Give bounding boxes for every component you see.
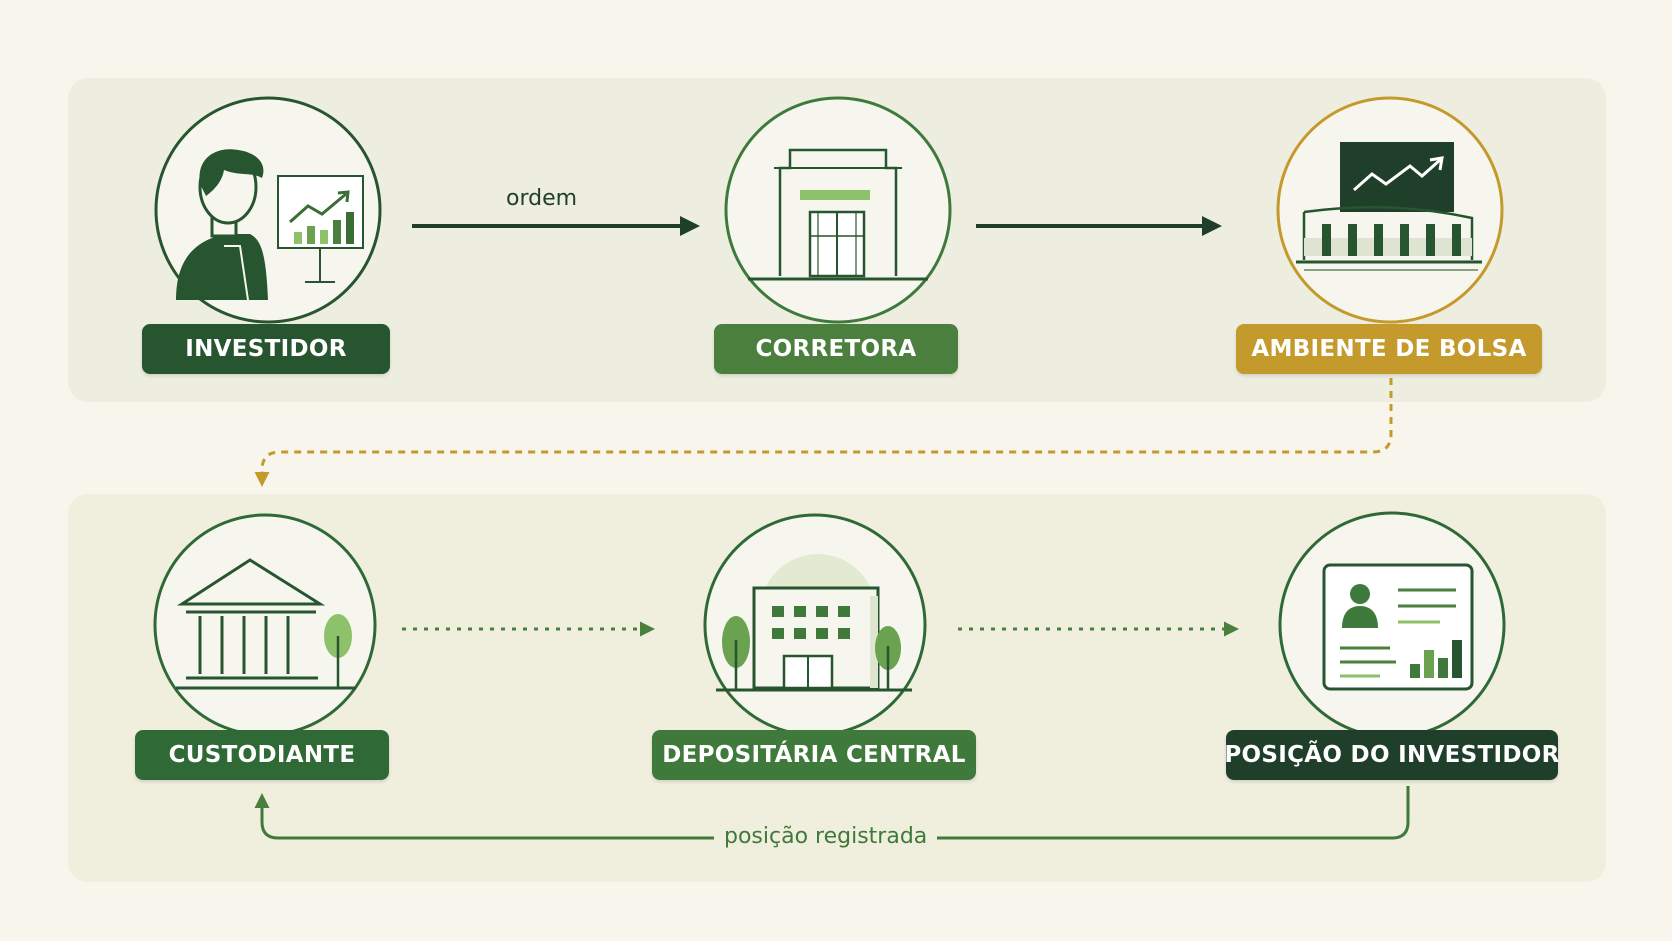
edge-label-posicao-registrada: posição registrada: [714, 824, 938, 849]
stock-exchange-icon: [1296, 142, 1482, 271]
node-label-depositaria-central: DEPOSITÁRIA CENTRAL: [652, 730, 976, 780]
investor-position-card-icon: [1322, 563, 1474, 691]
node-label-investidor: INVESTIDOR: [142, 324, 390, 374]
brokerage-building-icon: [748, 148, 928, 281]
edge-exchange-to-custodian: [254, 378, 1393, 487]
node-label-posicao-do-investidor: POSIÇÃO DO INVESTIDOR: [1224, 730, 1559, 780]
brokerage-node-circle: [724, 96, 952, 324]
bank-columns-icon: [176, 558, 356, 690]
edge-label-ordem: ordem: [506, 186, 578, 211]
node-label-ambiente-de-bolsa: AMBIENTE DE BOLSA: [1236, 324, 1542, 374]
node-label-corretora: CORRETORA: [714, 324, 958, 374]
investor-icon: [176, 149, 364, 301]
office-building-icon: [716, 554, 912, 692]
node-label-custodiante: CUSTODIANTE: [135, 730, 389, 780]
